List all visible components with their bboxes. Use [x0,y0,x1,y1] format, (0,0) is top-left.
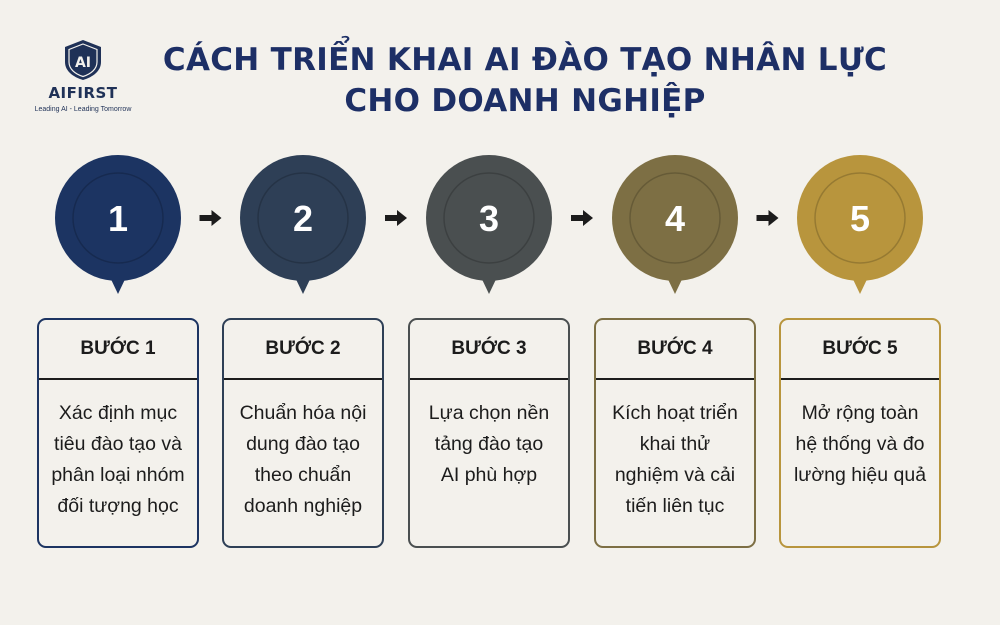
logo-name: AIFIRST [48,84,118,102]
step-description-line: đối tượng học [57,495,179,517]
step-label-text: BƯỚC 3 [451,338,527,359]
step-card-description: Chuẩn hóa nội dung đào tạo theo chuẩn doanh… [224,380,382,522]
marker-inner-circle [257,172,349,264]
step-card-label: BƯỚC 4 [596,320,754,380]
step-description-line: Xác định mục [58,402,178,424]
step-description-line: AI phù hợp [440,464,538,486]
step-card-label: BƯỚC 2 [224,320,382,380]
step-number: 5 [850,198,870,239]
step-card-label: BƯỚC 1 [39,320,197,380]
step-card-description: Xác định mục tiêu đào tạo và phân loại nhó… [39,380,197,522]
marker-inner-circle [814,172,906,264]
step-number: 2 [293,198,313,239]
step-number: 3 [479,198,499,239]
step-description-line: tiêu đào tạo và [54,433,182,455]
logo-shield-icon: AI [65,40,101,80]
step-card-2: BƯỚC 2 Chuẩn hóa nội dung đào tạo theo chuẩ… [222,318,384,548]
step-description-line: dung đào tạo [246,433,360,455]
step-marker-5: 5 [797,155,923,294]
step-label-text: BƯỚC 1 [80,338,156,359]
steps-markers: 1 2 3 4 5 [55,155,923,294]
right-arrow-icon [385,210,407,226]
step-card-label: BƯỚC 5 [781,320,939,380]
step-card-5: BƯỚC 5 Mở rộng toàn hệ thống và đo lường hi… [779,318,941,548]
step-description-line: lường hiệu quả [793,464,927,486]
step-description-line: nghiệm và cải [614,464,736,486]
step-description-line: hệ thống và đo [795,433,925,455]
step-card-3: BƯỚC 3 Lựa chọn nền tảng đào tạo AI phù hợp [408,318,570,548]
step-description-line: khai thử [639,433,711,455]
step-description-line: theo chuẩn [254,464,352,486]
title-line-1: CÁCH TRIỂN KHAI AI ĐÀO TẠO NHÂN LỰC [162,42,888,78]
step-marker-4: 4 [612,155,738,294]
step-description-line: phân loại nhóm [51,464,185,486]
step-label-text: BƯỚC 4 [637,338,713,359]
step-description-line: Mở rộng toàn [801,402,919,424]
step-marker-3: 3 [426,155,552,294]
step-description-line: Kích hoạt triển [612,402,738,424]
logo: AI AIFIRST Leading AI - Leading Tomorrow [28,38,138,113]
step-card-description: Lựa chọn nền tảng đào tạo AI phù hợp [410,380,568,491]
marker-inner-circle [629,172,721,264]
step-card-4: BƯỚC 4 Kích hoạt triển khai thử nghiệm và c… [594,318,756,548]
step-description-line: Lựa chọn nền [428,402,550,424]
step-label-text: BƯỚC 2 [265,338,341,359]
step-marker-2: 2 [240,155,366,294]
step-description-line: tiến liên tục [625,495,725,517]
marker-inner-circle [443,172,535,264]
step-label-text: BƯỚC 5 [822,338,898,359]
title-line-2: CHO DOANH NGHIỆP [344,83,706,119]
right-arrow-icon [199,210,222,226]
logo-mark: AI [75,55,91,71]
right-arrow-icon [571,210,593,226]
step-description-line: tảng đào tạo [434,433,544,455]
step-description-line: doanh nghiệp [243,495,363,517]
step-description-line: Chuẩn hóa nội [239,402,367,424]
marker-inner-circle [72,172,164,264]
step-number: 4 [665,198,685,239]
step-card-1: BƯỚC 1 Xác định mục tiêu đào tạo và phân lo… [37,318,199,548]
step-card-label: BƯỚC 3 [410,320,568,380]
right-arrow-icon [756,210,779,226]
step-card-description: Mở rộng toàn hệ thống và đo lường hiệu quả [781,380,939,491]
step-card-description: Kích hoạt triển khai thử nghiệm và cải tiến… [596,380,754,522]
step-number: 1 [108,198,128,239]
logo-tagline: Leading AI - Leading Tomorrow [34,106,132,113]
step-marker-1: 1 [55,155,181,294]
page-title: CÁCH TRIỂN KHAI AI ĐÀO TẠO NHÂN LỰC CHO … [150,40,900,122]
